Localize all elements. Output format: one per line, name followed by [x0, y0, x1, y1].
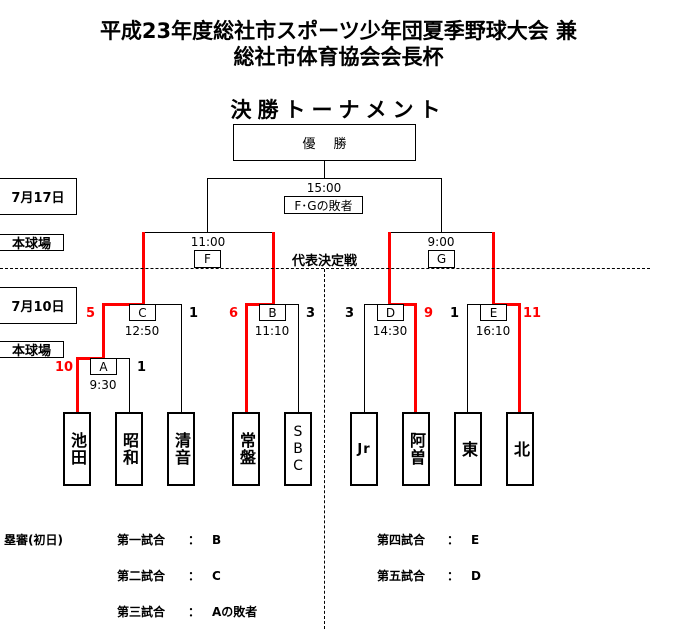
date-first-label: 7月10日 — [0, 287, 77, 324]
final-bracket-top — [207, 178, 442, 179]
team-box: 昭和 — [115, 412, 143, 486]
c-time: 12:50 — [124, 324, 160, 338]
g-time: 9:00 — [427, 235, 455, 249]
umpire-game-1: 第一試合 — [117, 533, 166, 547]
d-score-right: 9 — [424, 306, 434, 321]
d-left-line — [364, 304, 365, 413]
e-game-box: E — [480, 304, 507, 321]
c-left-winner-line — [102, 303, 105, 359]
team-box: 清音 — [167, 412, 195, 486]
title-line-1: 平成23年度総社市スポーツ少年団夏季野球大会 兼 — [99, 19, 578, 43]
umpire-game-5: 第五試合 — [377, 569, 426, 583]
umpire-assign-1: B — [212, 533, 222, 547]
umpire-sep-5: ： — [447, 569, 460, 583]
umpire-game-3: 第三試合 — [117, 605, 166, 619]
a-left-winner-line — [76, 357, 79, 413]
d-score-left: 3 — [345, 306, 355, 321]
b-score-left: 6 — [229, 306, 239, 321]
umpire-game-4: 第四試合 — [377, 533, 426, 547]
umpire-assign-4: E — [471, 533, 480, 547]
a-game-box: A — [90, 358, 117, 375]
f-game-box: F — [194, 250, 221, 268]
umpire-assign-3: Aの敗者 — [212, 605, 258, 619]
team-box: SBC — [284, 412, 312, 486]
e-left-line — [467, 304, 468, 413]
a-right-line — [129, 358, 130, 413]
team-box: 池田 — [63, 412, 91, 486]
umpire-assign-5: D — [471, 569, 481, 583]
final-game-box: F･Gの敗者 — [284, 196, 363, 214]
c-right-line — [181, 304, 182, 413]
champion-connector — [324, 160, 325, 178]
d-time: 14:30 — [372, 324, 408, 338]
representative-match-label: 代表決定戦 — [292, 254, 358, 269]
venue-first-label: 本球場 — [0, 341, 64, 359]
a-score-left: 10 — [55, 360, 74, 375]
c-winner-horizontal — [102, 303, 145, 306]
bracket-subtitle: 決勝トーナメント — [230, 98, 447, 122]
title-line-2: 総社市体育協会会長杯 — [233, 45, 444, 69]
umpire-sep-4: ： — [447, 533, 460, 547]
g-game-box: G — [428, 250, 455, 268]
venue-final-label: 本球場 — [0, 234, 64, 252]
e-time: 16:10 — [475, 324, 511, 338]
f-time: 11:00 — [190, 235, 226, 249]
team-box: 東 — [454, 412, 482, 486]
c-score-right: 1 — [189, 306, 199, 321]
team-box: 北 — [506, 412, 534, 486]
vertical-dashed-divider — [324, 269, 325, 629]
team-box: 阿曽 — [402, 412, 430, 486]
umpire-sep-1: ： — [188, 533, 201, 547]
date-final-label: 7月17日 — [0, 178, 77, 215]
team-box: Jr — [350, 412, 378, 486]
b-left-winner-line — [245, 303, 248, 413]
d-game-box: D — [377, 304, 404, 321]
c-score-left: 5 — [86, 306, 96, 321]
g-bracket-top — [389, 232, 494, 233]
umpire-game-2: 第二試合 — [117, 569, 166, 583]
final-bracket-right — [441, 178, 442, 233]
champion-box: 優勝 — [233, 124, 416, 161]
final-time: 15:00 — [306, 181, 342, 195]
c-game-box: C — [129, 304, 156, 321]
e-score-right: 11 — [523, 306, 542, 321]
a-score-right: 1 — [137, 360, 147, 375]
a-time: 9:30 — [89, 378, 117, 392]
b-right-line — [298, 304, 299, 413]
umpire-heading: 塁審(初日) — [4, 533, 63, 547]
f-bracket-top — [143, 232, 274, 233]
e-right-winner-line — [518, 303, 521, 413]
b-game-box: B — [259, 304, 286, 321]
umpire-assign-2: C — [212, 569, 221, 583]
e-score-left: 1 — [450, 306, 460, 321]
d-right-winner-line — [414, 303, 417, 413]
b-score-right: 3 — [306, 306, 316, 321]
team-box: 常盤 — [232, 412, 260, 486]
umpire-sep-3: ： — [188, 605, 201, 619]
horizontal-dashed-divider — [0, 268, 650, 269]
umpire-sep-2: ： — [188, 569, 201, 583]
b-time: 11:10 — [254, 324, 290, 338]
final-bracket-left — [207, 178, 208, 233]
